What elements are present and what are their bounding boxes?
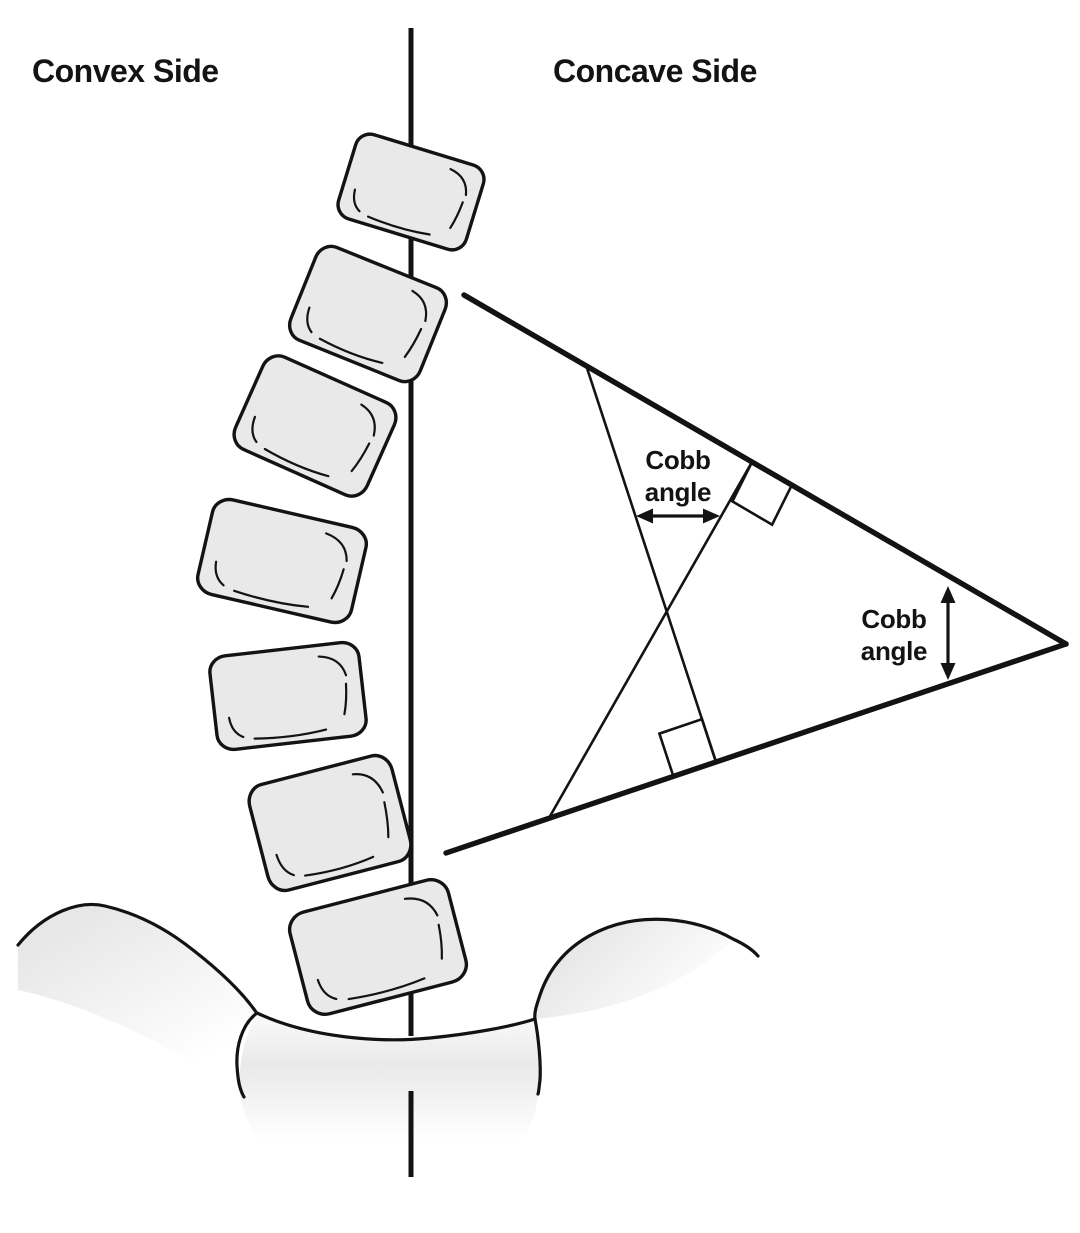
vertebra xyxy=(226,348,404,504)
perpendicular-to-upper-line xyxy=(547,461,754,819)
vertebra xyxy=(282,239,454,389)
vertebral-column xyxy=(192,128,490,1021)
cobb-angle-label-upper-line1: Cobb xyxy=(645,445,710,475)
vertebra xyxy=(192,494,372,628)
cobb-angle-span-arrow-vertical-icon xyxy=(940,586,956,680)
left-iliac-crest xyxy=(16,902,258,1014)
vertebra xyxy=(243,749,417,897)
vertebra xyxy=(283,873,473,1021)
lower-endplate-line xyxy=(443,641,1069,856)
cobb-angle-label-apex-line1: Cobb xyxy=(861,604,926,634)
right-angle-marker-lower xyxy=(657,717,718,779)
concave-side-heading: Concave Side xyxy=(553,53,757,89)
sacrum-left-edge xyxy=(235,1011,259,1099)
sacrum-shading xyxy=(239,1013,540,1140)
cobb-angle-label-upper-line2: angle xyxy=(645,477,711,507)
right-iliac-crest-shading xyxy=(534,919,733,1019)
cobb-angle-construction xyxy=(443,292,1069,856)
left-iliac-crest-shading xyxy=(18,904,256,1096)
vertebra xyxy=(332,128,490,256)
pelvis-outline xyxy=(16,902,760,1140)
right-angle-marker-upper xyxy=(730,460,794,527)
cobb-angle-label-apex: Cobb angle xyxy=(861,604,928,666)
cobb-angle-label-upper: Cobb angle xyxy=(645,445,712,507)
right-iliac-crest xyxy=(533,917,760,1021)
vertebra xyxy=(206,639,370,753)
perpendicular-to-lower-line xyxy=(584,364,718,763)
convex-side-heading: Convex Side xyxy=(32,53,219,89)
sacrum-right-edge xyxy=(533,1017,542,1096)
cobb-angle-span-arrow-horizontal-icon xyxy=(636,508,720,524)
cobb-angle-label-apex-line2: angle xyxy=(861,636,927,666)
sacrum-top-edge xyxy=(255,1011,537,1042)
